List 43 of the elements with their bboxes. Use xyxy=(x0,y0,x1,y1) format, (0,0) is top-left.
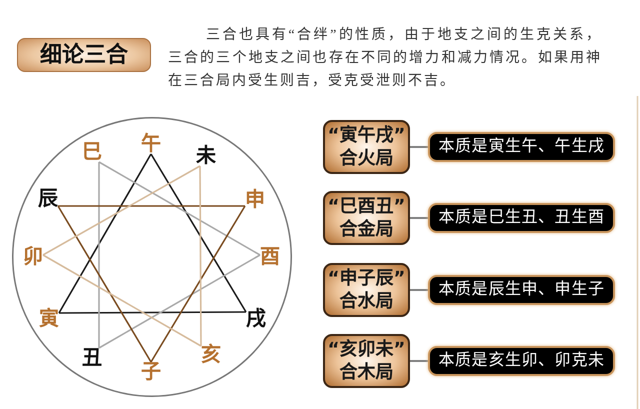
triangle-side xyxy=(98,254,260,349)
branch-label: 卯 xyxy=(23,247,43,267)
combination-label: “寅午戌”合火局 xyxy=(326,124,406,170)
explanation-text: 本质是巳生丑、丑生酉 xyxy=(438,208,604,228)
branch-label: 未 xyxy=(196,146,216,166)
explanation-text: 本质是寅生午、午生戌 xyxy=(438,137,604,157)
explanation-box xyxy=(428,275,615,305)
triangle-side xyxy=(42,254,202,347)
branch-label: 辰 xyxy=(38,189,58,209)
connector-line xyxy=(410,289,428,291)
branch-label: 亥 xyxy=(201,345,221,365)
branch-label: 午 xyxy=(141,134,161,154)
connector-line xyxy=(410,217,428,219)
triangle-side xyxy=(42,165,200,256)
triangle-side xyxy=(150,154,247,312)
connector-line xyxy=(410,146,428,148)
explanation-box xyxy=(428,203,615,233)
explanation-box xyxy=(428,346,615,376)
triangle-side xyxy=(59,311,246,314)
triangle-side xyxy=(150,206,246,362)
explanation-box xyxy=(428,132,615,162)
branch-label: 巳 xyxy=(82,142,102,162)
explanation-text: 本质是辰生申、申生子 xyxy=(438,280,604,300)
triangle-side xyxy=(57,206,152,362)
title-text: 细论三合 xyxy=(40,42,128,68)
triangle-side xyxy=(199,166,202,346)
explanation-text: 本质是亥生卯、卯克未 xyxy=(438,351,604,371)
branch-label: 寅 xyxy=(39,309,59,329)
combination-label: “亥卯未”合木局 xyxy=(326,338,406,384)
branch-label: 戌 xyxy=(246,309,266,329)
branch-label: 子 xyxy=(141,362,161,382)
triangle-side xyxy=(98,161,260,256)
triangle-side xyxy=(98,162,100,348)
combination-label: “申子辰”合水局 xyxy=(326,267,406,313)
triangle-side xyxy=(58,205,245,207)
branch-label: 申 xyxy=(245,190,265,210)
branch-label: 酉 xyxy=(260,247,280,267)
branch-label: 丑 xyxy=(82,348,102,368)
triangle-side xyxy=(58,154,152,314)
circle-outline xyxy=(12,117,292,397)
intro-paragraph: 三合也具有“合绊”的性质，由于地支之间的生克关系，三合的三个地支之间也存在不同的增力和减力情况。如果用神在三合局内受生则吉，受克受泄则不吉。 xyxy=(168,26,602,91)
connector-line xyxy=(410,360,428,362)
combination-label: “巳酉丑”合金局 xyxy=(326,195,406,241)
